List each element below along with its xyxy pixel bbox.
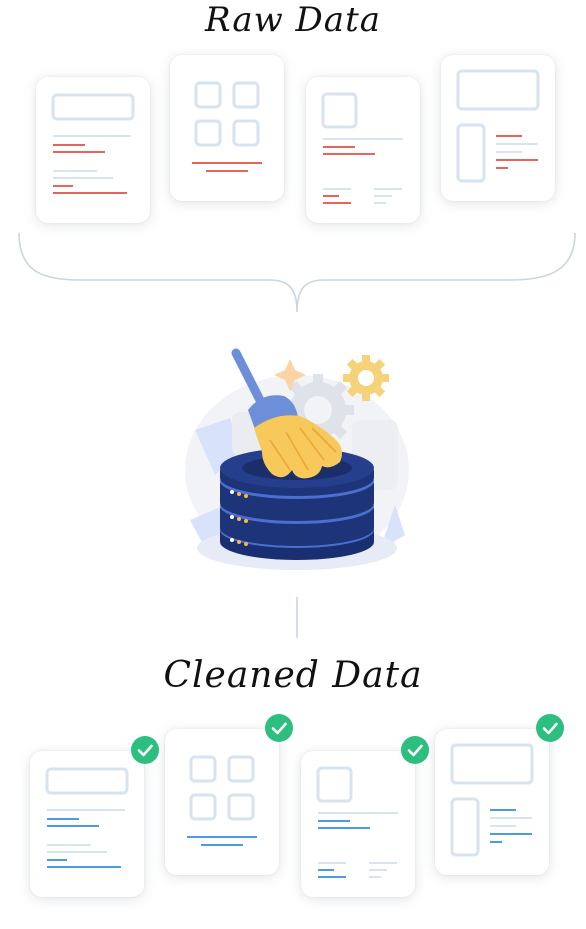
background-splash xyxy=(185,375,409,565)
clean-card-1 xyxy=(30,751,144,897)
grouping-brace xyxy=(18,232,576,313)
server-lights xyxy=(230,490,248,546)
raw-card-1-content xyxy=(51,93,135,194)
clean-card-1-content xyxy=(45,767,129,868)
check-icon-1 xyxy=(131,736,159,764)
clean-card-4-content xyxy=(450,743,534,857)
check-icon-2 xyxy=(265,714,293,742)
gear-icon xyxy=(343,355,389,401)
clean-card-3 xyxy=(301,751,415,897)
cleaned-data-title: Cleaned Data xyxy=(163,655,423,696)
raw-card-3 xyxy=(306,77,420,223)
clean-card-2 xyxy=(165,729,279,875)
raw-card-2 xyxy=(170,55,284,201)
raw-card-4 xyxy=(441,55,555,201)
clean-card-2-content xyxy=(187,755,257,846)
raw-card-2-content xyxy=(192,81,262,172)
broom-icon xyxy=(231,348,342,479)
check-icon-4 xyxy=(536,714,564,742)
sparkle-icon xyxy=(274,359,306,391)
raw-card-3-content xyxy=(321,92,403,204)
raw-data-title: Raw Data xyxy=(204,0,382,40)
raw-card-4-content xyxy=(456,69,540,183)
clean-card-3-content xyxy=(316,766,398,878)
check-icon-3 xyxy=(401,736,429,764)
raw-card-1 xyxy=(36,77,150,223)
clean-card-4 xyxy=(435,729,549,875)
gear-icon-grey xyxy=(282,374,354,446)
database-icon xyxy=(197,448,397,570)
